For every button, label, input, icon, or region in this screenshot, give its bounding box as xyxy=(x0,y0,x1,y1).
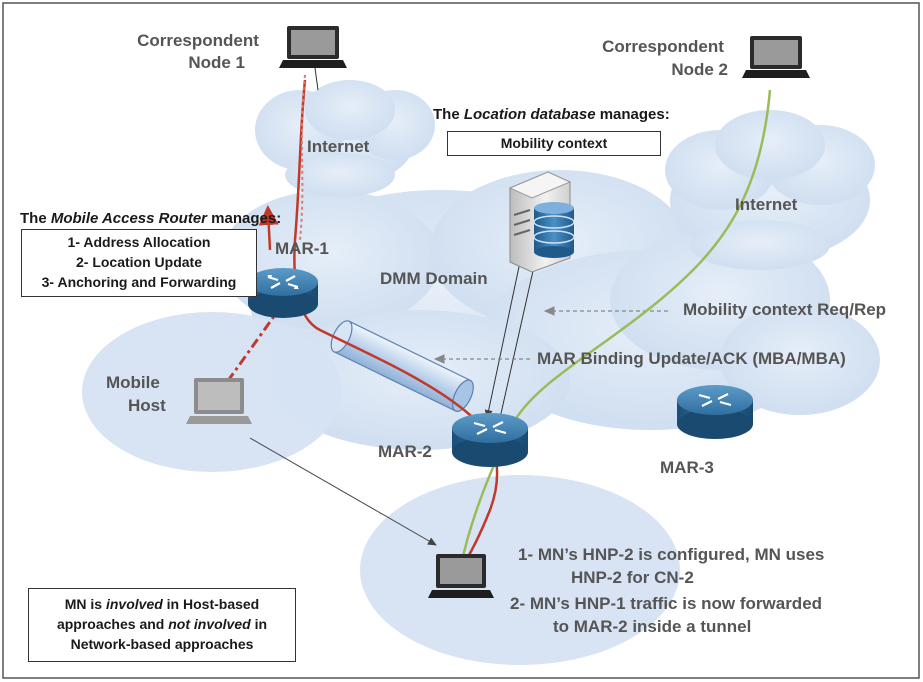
mn-note-line2: approaches and not involved in xyxy=(56,616,268,632)
dmm-domain-label: DMM Domain xyxy=(380,269,488,288)
laptop-icon-mobile-host xyxy=(186,378,252,424)
green-path-cn2 xyxy=(458,89,772,571)
mar-manages-emph: Mobile Access Router xyxy=(50,210,207,227)
mobility-context-box: Mobility context xyxy=(447,131,661,156)
db-mar2-line-1 xyxy=(499,261,536,419)
mar-function-1: 1- Address Allocation xyxy=(67,234,211,250)
mar1-label: MAR-1 xyxy=(275,239,329,258)
host-move-arrow xyxy=(249,437,437,546)
step-line-3: 2- MN’s HNP-1 traffic is now forwarded xyxy=(510,594,822,613)
red-path-cn1 xyxy=(293,79,499,571)
location-db-emph: Location database xyxy=(463,106,596,123)
internet-cloud-right xyxy=(665,110,875,270)
tunnel xyxy=(330,320,474,412)
cn2-label-line2: Node 2 xyxy=(671,60,728,79)
router-icon-mar1 xyxy=(248,268,318,318)
mn-note-box: MN is involved in Host-based approaches … xyxy=(28,588,296,662)
red-dotted-overlay xyxy=(299,74,306,241)
mar-functions-box: 1- Address Allocation 2- Location Update… xyxy=(21,229,257,297)
mar2-attach-area xyxy=(360,475,680,665)
mar-binding-label: MAR Binding Update/ACK (MBA/MBA) xyxy=(537,349,846,368)
internet-cloud-left xyxy=(255,80,435,197)
mar2-label: MAR-2 xyxy=(378,442,432,461)
mobile-host-label-line2: Host xyxy=(128,396,166,415)
step-line-4: to MAR-2 inside a tunnel xyxy=(553,617,751,636)
cn1-link xyxy=(314,67,319,91)
laptop-icon-cn1 xyxy=(279,26,347,68)
db-mar2-line-2 xyxy=(484,261,521,419)
mar-function-2: 2- Location Update xyxy=(75,254,202,270)
laptop-icon-mobile-node xyxy=(428,554,494,598)
mn-note-line3: Network-based approaches xyxy=(70,636,254,652)
router-icon-mar3 xyxy=(677,385,753,439)
red-up-arrow xyxy=(258,205,279,251)
mar3-label: MAR-3 xyxy=(660,458,714,477)
step-line-1: 1- MN’s HNP-2 is configured, MN uses xyxy=(518,545,824,564)
internet-left-label: Internet xyxy=(307,137,370,156)
cn1-label-line2: Node 1 xyxy=(188,53,245,72)
step-line-2: HNP-2 for CN-2 xyxy=(571,568,694,587)
mobility-req-rep-label: Mobility context Req/Rep xyxy=(683,300,886,319)
cn1-label-line1: Correspondent xyxy=(137,31,259,50)
router-icon-mar2 xyxy=(452,413,528,467)
mobile-host-label-line1: Mobile xyxy=(106,373,160,392)
old-attachment-path xyxy=(223,304,284,386)
location-db-heading: The Location database manages: xyxy=(433,106,670,123)
mar-manages-heading: The Mobile Access Router manages: xyxy=(20,210,282,227)
laptop-icon-cn2 xyxy=(742,36,810,78)
database-icon xyxy=(533,202,575,258)
mar-function-3: 3- Anchoring and Forwarding xyxy=(41,274,237,290)
mn-note-line1: MN is involved in Host-based xyxy=(64,596,260,612)
internet-right-label: Internet xyxy=(735,195,798,214)
cn2-label-line1: Correspondent xyxy=(602,37,724,56)
